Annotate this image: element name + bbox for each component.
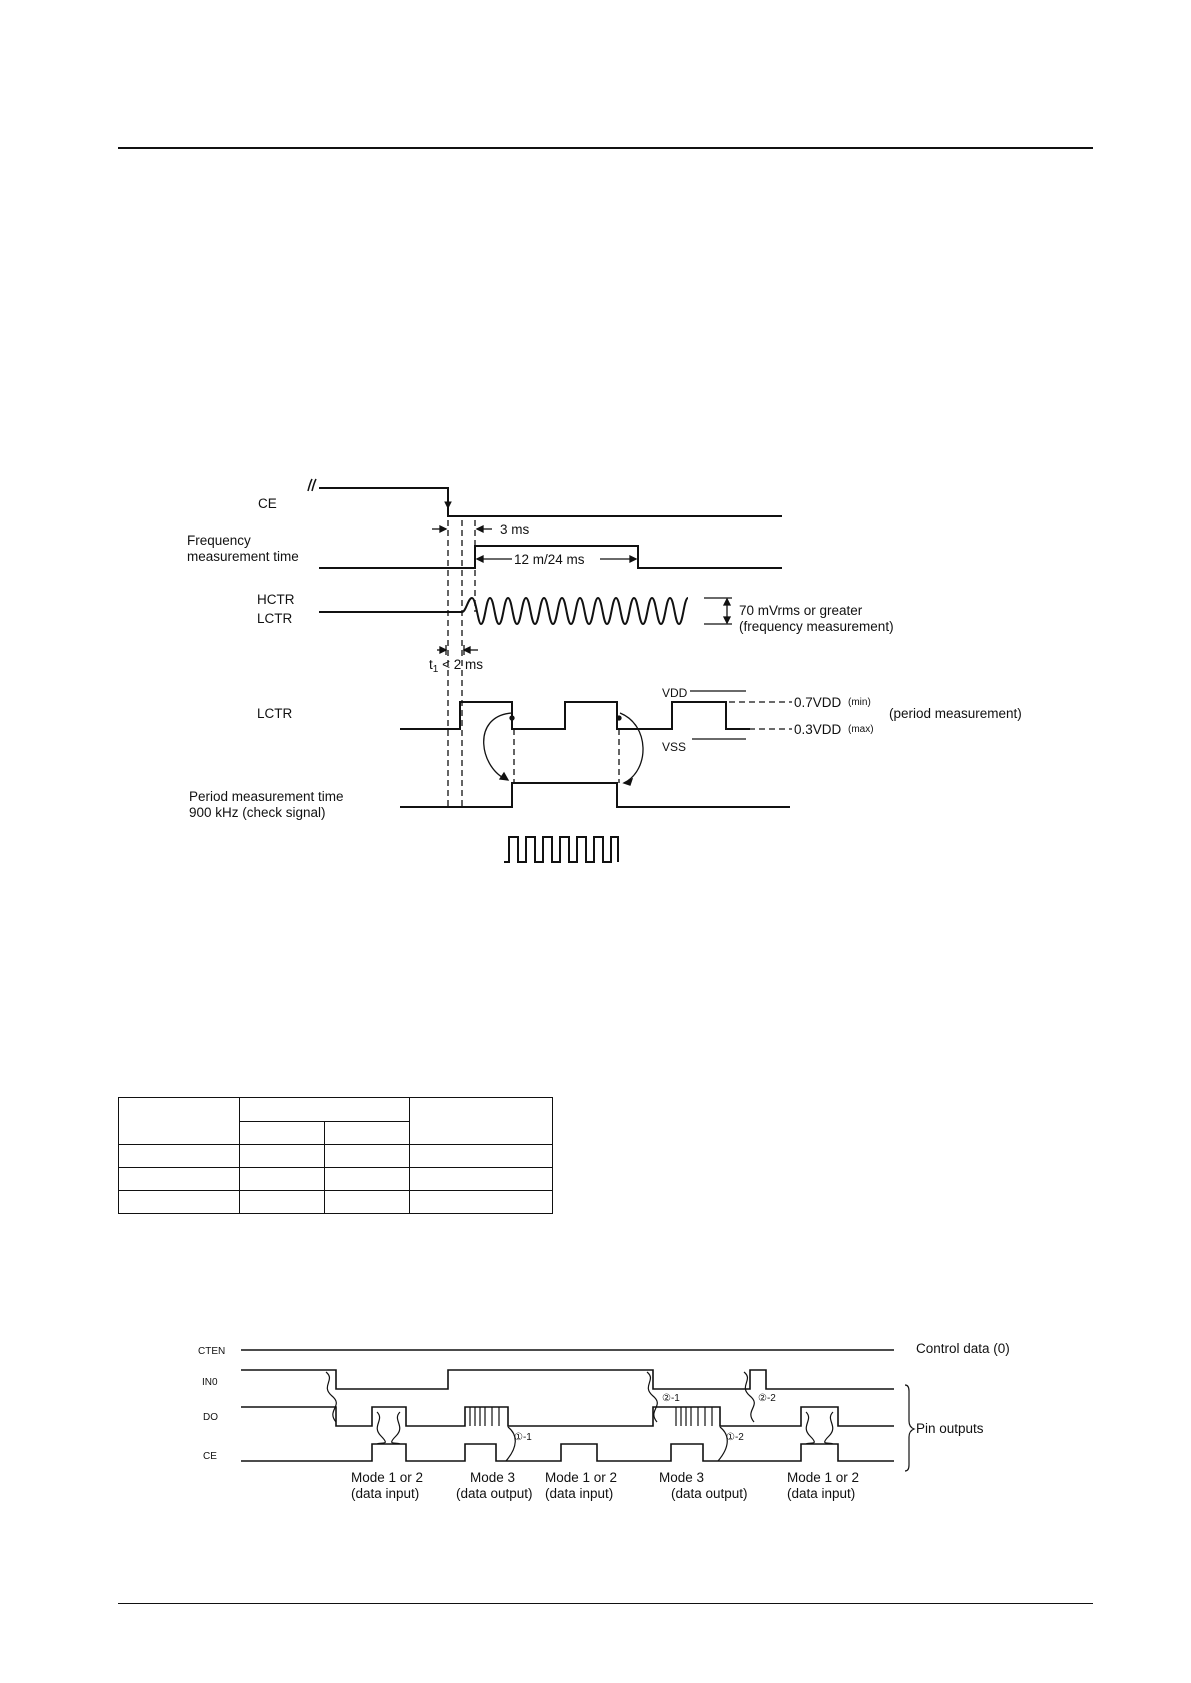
lctr-label: LCTR — [257, 611, 293, 626]
table-cell — [239, 1120, 325, 1145]
marker-2-1: ②-1 — [662, 1393, 680, 1404]
vdd-label: VDD — [662, 686, 688, 700]
table-cell — [239, 1097, 410, 1122]
t1-label: t1 < 2 ms — [429, 657, 483, 675]
table-cell — [118, 1167, 240, 1191]
vss-label: VSS — [662, 740, 687, 754]
do-waveform — [241, 1406, 894, 1427]
t1-text: < 2 ms — [442, 657, 483, 672]
lctr-period-waveform — [400, 701, 750, 730]
table-cell — [239, 1144, 325, 1168]
high-threshold-label: 0.7VDD — [794, 695, 842, 710]
table-cell — [118, 1190, 240, 1214]
do-label: DO — [203, 1412, 218, 1423]
in0-label: IN0 — [202, 1377, 218, 1388]
table-row — [119, 1120, 553, 1145]
pin-outputs-label: Pin outputs — [916, 1421, 984, 1436]
lctr-period-label: LCTR — [257, 706, 293, 721]
high-threshold-note: (min) — [848, 697, 871, 708]
top-rule — [118, 147, 1093, 149]
mode-label-1a: Mode 1 or 2 — [351, 1470, 424, 1485]
in0-waveform — [241, 1369, 894, 1390]
frequency-period-timing-diagram — [307, 478, 792, 863]
pin-outputs-brace — [904, 1384, 916, 1472]
period-time-label: Period measurement time — [189, 789, 344, 804]
data-output-hatch-1 — [469, 1407, 500, 1426]
table-cell — [239, 1167, 325, 1191]
mode-label-5b: (data input) — [787, 1486, 856, 1501]
ce2-label: CE — [203, 1451, 217, 1462]
amplitude-label-1: 70 mVrms or greater — [739, 603, 863, 618]
mode-label-5a: Mode 1 or 2 — [787, 1470, 860, 1485]
table-cell — [118, 1144, 240, 1168]
mode-label-3a: Mode 1 or 2 — [545, 1470, 618, 1485]
freq-time-label-2: measurement time — [187, 549, 299, 564]
mode-label-2b: (data output) — [456, 1486, 533, 1501]
freq-time-label-1: Frequency — [187, 533, 251, 548]
ce-label: CE — [258, 496, 277, 511]
amplitude-label-2: (frequency measurement) — [739, 619, 894, 634]
table-cell — [239, 1190, 325, 1214]
check-signal-waveform — [504, 836, 619, 863]
check-signal-label: 900 kHz (check signal) — [189, 805, 326, 820]
marker-1-2: ①-2 — [726, 1432, 744, 1443]
mode-label-4b: (data output) — [671, 1486, 748, 1501]
data-output-hatch-2 — [675, 1407, 713, 1426]
low-threshold-label: 0.3VDD — [794, 722, 842, 737]
control-data-label: Control data (0) — [916, 1341, 1010, 1356]
period-measurement-label: (period measurement) — [889, 706, 1022, 721]
low-threshold-note: (max) — [848, 724, 874, 735]
twelve-24-ms-label: 12 m/24 ms — [514, 552, 585, 567]
specification-table — [118, 1097, 553, 1214]
mode-label-2a: Mode 3 — [470, 1470, 516, 1485]
three-ms-label: 3 ms — [500, 522, 530, 537]
bottom-rule — [118, 1603, 1093, 1604]
cten-label: CTEN — [198, 1346, 226, 1357]
mode-label-3b: (data input) — [545, 1486, 614, 1501]
mode-label-4a: Mode 3 — [659, 1470, 705, 1485]
table-row — [118, 1190, 553, 1214]
table-cell — [324, 1190, 410, 1214]
break-mark — [307, 478, 317, 492]
mode-label-1b: (data input) — [351, 1486, 420, 1501]
marker-2-2: ②-2 — [758, 1393, 776, 1404]
table-row — [118, 1097, 553, 1145]
table-cell — [409, 1190, 553, 1214]
period-measurement-waveform — [400, 782, 790, 808]
freq-measurement-waveform — [319, 545, 782, 569]
marker-1-1: ①-1 — [514, 1432, 532, 1443]
ce2-waveform — [241, 1443, 894, 1462]
hctr-label: HCTR — [257, 592, 295, 607]
hctr-lctr-burst — [319, 596, 689, 626]
